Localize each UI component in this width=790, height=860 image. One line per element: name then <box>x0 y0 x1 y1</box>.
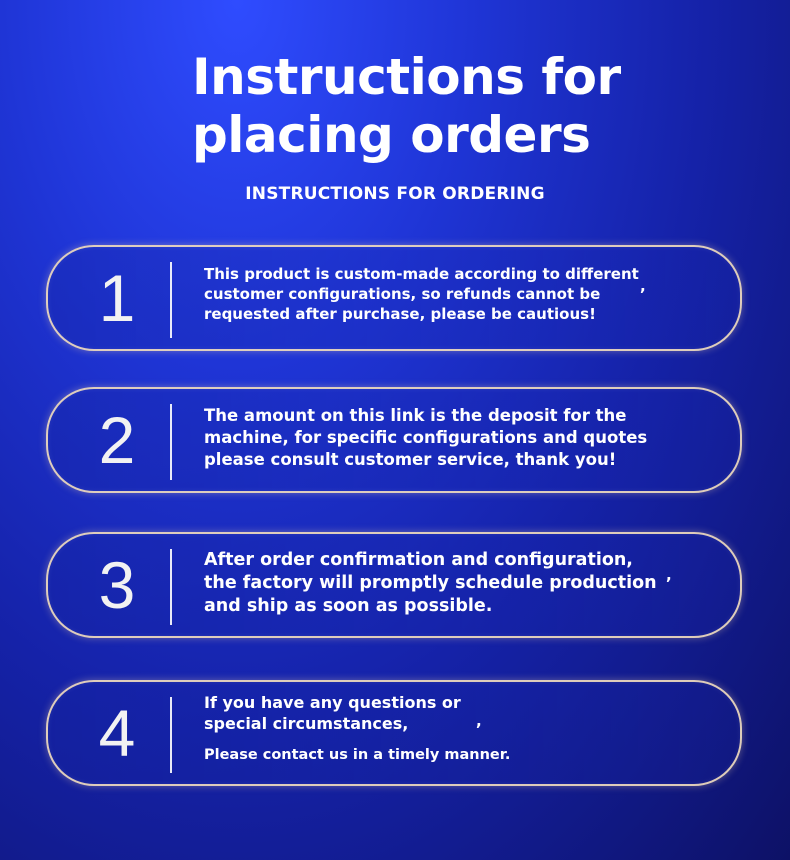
instruction-text-3: After order confirmation and configurati… <box>204 532 657 634</box>
instruction-card-1: 1 This product is custom-made according … <box>46 245 742 351</box>
card-divider <box>170 262 172 338</box>
instruction-3-line-2: the factory will promptly schedule produ… <box>204 572 657 593</box>
instruction-3-line-3: and ship as soon as possible. <box>204 595 493 616</box>
page-title: Instructions for placing orders <box>192 48 712 164</box>
instruction-text-1: This product is custom-made according to… <box>204 243 639 345</box>
instruction-1-line-2: customer configurations, so refunds cann… <box>204 285 601 303</box>
instruction-number-3: 3 <box>98 548 136 622</box>
instruction-1-comma: , <box>640 277 646 295</box>
instruction-4-line-1: If you have any questions or <box>204 693 461 712</box>
card-divider <box>170 697 172 773</box>
instruction-number-2: 2 <box>98 403 136 477</box>
instruction-4-line-3: Please contact us in a timely manner. <box>204 747 511 763</box>
instruction-number-1: 1 <box>98 261 136 335</box>
instruction-card-2: 2 The amount on this link is the deposit… <box>46 387 742 493</box>
title-line-2: placing orders <box>192 106 591 164</box>
instruction-number-4: 4 <box>98 696 136 770</box>
card-divider <box>170 549 172 625</box>
instruction-3-comma: , <box>666 566 672 584</box>
instruction-2-line-3: please consult customer service, thank y… <box>204 450 617 469</box>
instruction-card-4: 4 If you have any questions or special c… <box>46 680 742 786</box>
instruction-1-line-3: requested after purchase, please be caut… <box>204 305 596 323</box>
card-divider <box>170 404 172 480</box>
instruction-text-2: The amount on this link is the deposit f… <box>204 387 647 489</box>
page-subtitle: INSTRUCTIONS FOR ORDERING <box>245 184 545 204</box>
instruction-2-line-1: The amount on this link is the deposit f… <box>204 406 627 425</box>
instruction-card-3: 3 After order confirmation and configura… <box>46 532 742 638</box>
instruction-4-line-2: special circumstances, <box>204 714 409 733</box>
instruction-text-4: If you have any questions or special cir… <box>204 678 510 780</box>
title-line-1: Instructions for <box>192 48 621 106</box>
instruction-1-line-1: This product is custom-made according to… <box>204 265 639 283</box>
instruction-3-line-1: After order confirmation and configurati… <box>204 549 633 570</box>
instruction-2-line-2: machine, for specific configurations and… <box>204 428 648 447</box>
instruction-4-comma: , <box>476 712 482 730</box>
